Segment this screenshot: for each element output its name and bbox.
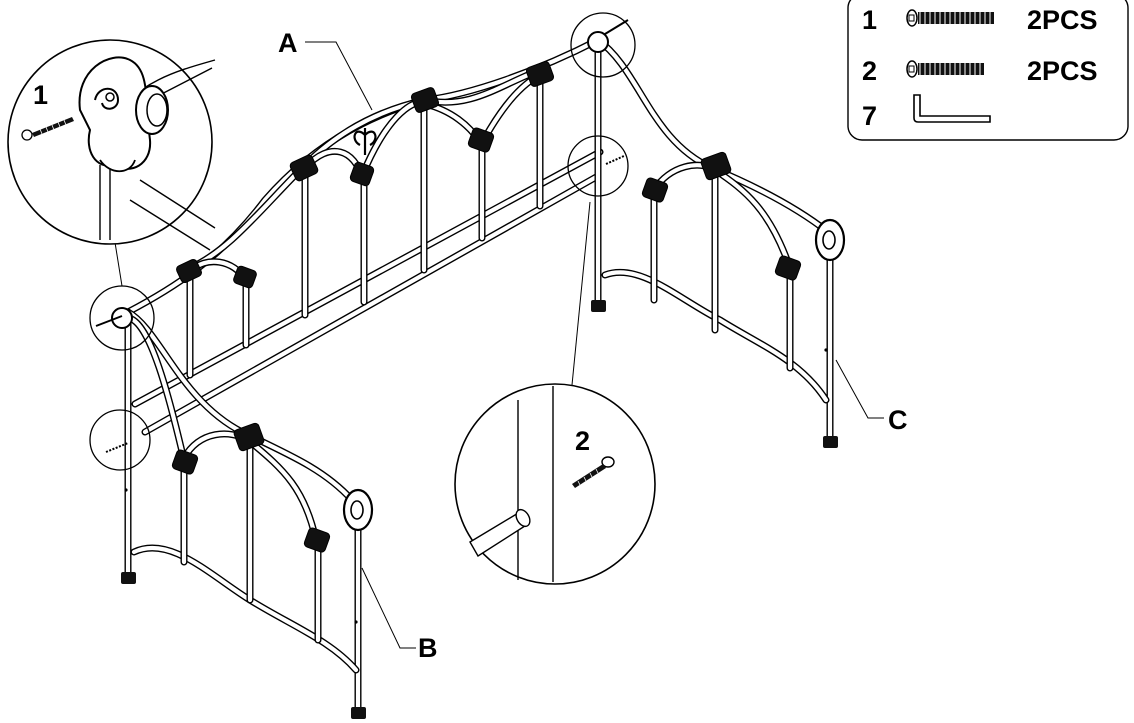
callout-c-leader: [835, 359, 884, 419]
part-callouts: A B C: [278, 28, 908, 663]
parts-list-number-2: 2: [862, 56, 877, 86]
bolt-2-near-b: [105, 442, 129, 453]
joint-marker-c-top: [570, 12, 636, 78]
bolt-hole-c: [824, 348, 828, 352]
end-panel-c: [591, 36, 846, 448]
bolt-1-near-b: [95, 315, 123, 327]
bolt-2-icon: [572, 456, 615, 488]
bolt-2-near-c: [605, 155, 625, 165]
joint-scroll-c: [587, 31, 609, 53]
bed-frame: [89, 12, 846, 719]
side-panel-a: [124, 36, 604, 408]
callout-a-label: A: [278, 28, 298, 58]
callout-a-leader: [305, 41, 373, 111]
detail-2-circle: [454, 383, 656, 585]
scroll-finial-b: [342, 488, 374, 532]
foot-b-left: [121, 572, 136, 584]
bolt-hole-b-right: [354, 620, 358, 624]
bolt-hole-b-left: [124, 488, 128, 492]
detail-view-1: 1: [7, 39, 216, 287]
fleur-ornament-icon: [353, 128, 377, 155]
long-bolt-icon: [906, 9, 994, 27]
detail-2-label: 2: [575, 426, 590, 456]
detail-2-leader: [571, 201, 591, 386]
short-bolt-icon: [906, 60, 984, 78]
side-panel-spindles: [186, 78, 544, 379]
parts-list-qty-1: 2PCS: [1027, 5, 1098, 35]
callout-b-leader: [361, 567, 416, 649]
joint-markers: [89, 12, 636, 471]
back-side-rail: [141, 172, 602, 436]
detail-view-2: 2: [454, 201, 656, 585]
foot-c-left: [591, 300, 606, 312]
parts-list-number-1: 1: [862, 5, 877, 35]
detail-1-label: 1: [33, 80, 48, 110]
foot-c-right: [823, 436, 838, 448]
bolt-1-icon: [21, 117, 74, 141]
callout-b-label: B: [418, 633, 438, 663]
parts-list-number-7: 7: [862, 101, 877, 131]
joint-scroll-b: [111, 307, 133, 329]
joint-marker-c-rail: [567, 135, 629, 197]
scroll-finial-c: [814, 218, 846, 262]
end-panel-b: [121, 308, 374, 719]
callout-c-label: C: [888, 405, 908, 435]
leaf-ornaments-c: [641, 151, 802, 281]
allen-key-icon: [913, 94, 991, 123]
parts-list-qty-2: 2PCS: [1027, 56, 1098, 86]
parts-list: 1 2PCS 2 2PCS 7: [847, 0, 1129, 141]
bolt-1-near-c: [604, 19, 629, 35]
leaf-ornaments-b: [171, 422, 331, 553]
leaf-ornaments-a: [176, 61, 555, 289]
joint-marker-b-rail: [89, 409, 151, 471]
foot-b-right: [351, 707, 366, 719]
